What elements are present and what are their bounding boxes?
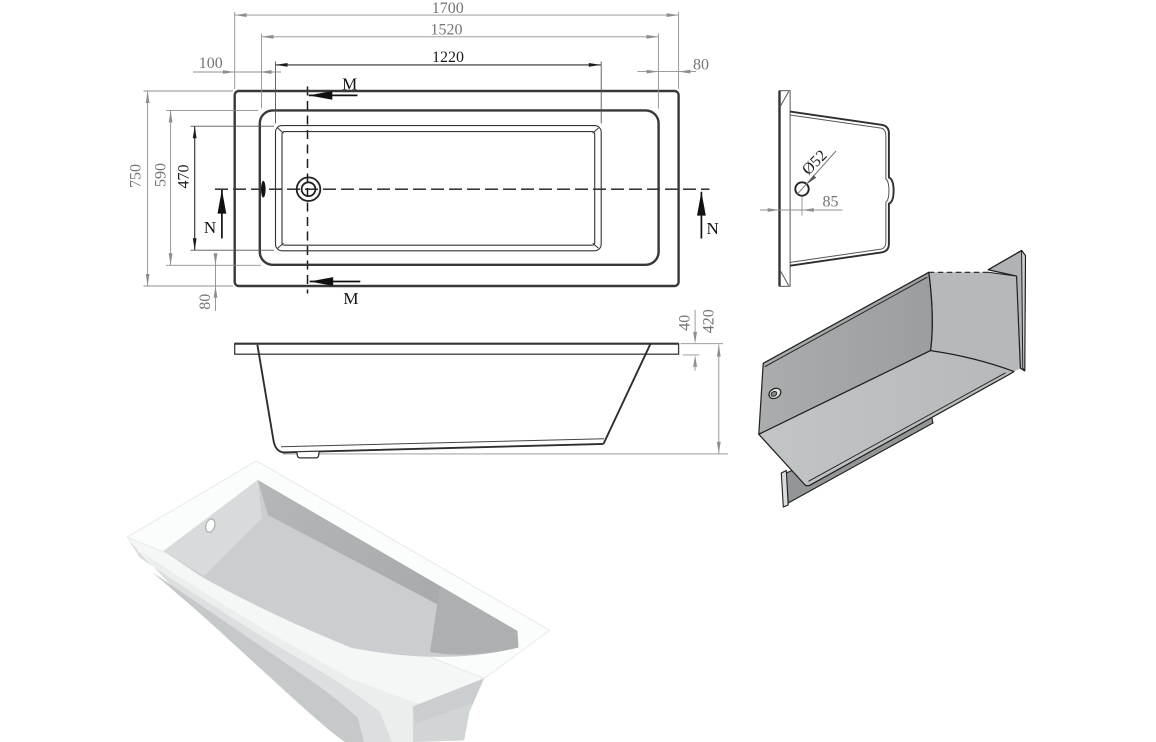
svg-text:Ø52: Ø52 — [799, 147, 831, 179]
svg-text:100: 100 — [199, 55, 223, 72]
svg-text:80: 80 — [197, 294, 214, 310]
svg-text:590: 590 — [153, 163, 170, 187]
svg-text:750: 750 — [128, 164, 145, 188]
svg-text:N: N — [706, 219, 718, 238]
svg-text:M: M — [343, 289, 358, 308]
svg-text:M: M — [342, 75, 357, 94]
svg-text:1700: 1700 — [432, 0, 464, 17]
svg-text:80: 80 — [693, 57, 709, 74]
svg-text:1520: 1520 — [431, 22, 463, 39]
svg-text:N: N — [204, 218, 216, 237]
svg-text:420: 420 — [701, 309, 718, 333]
svg-text:40: 40 — [677, 315, 694, 331]
svg-text:470: 470 — [176, 165, 193, 189]
svg-text:85: 85 — [823, 194, 839, 211]
svg-text:1220: 1220 — [432, 49, 464, 66]
